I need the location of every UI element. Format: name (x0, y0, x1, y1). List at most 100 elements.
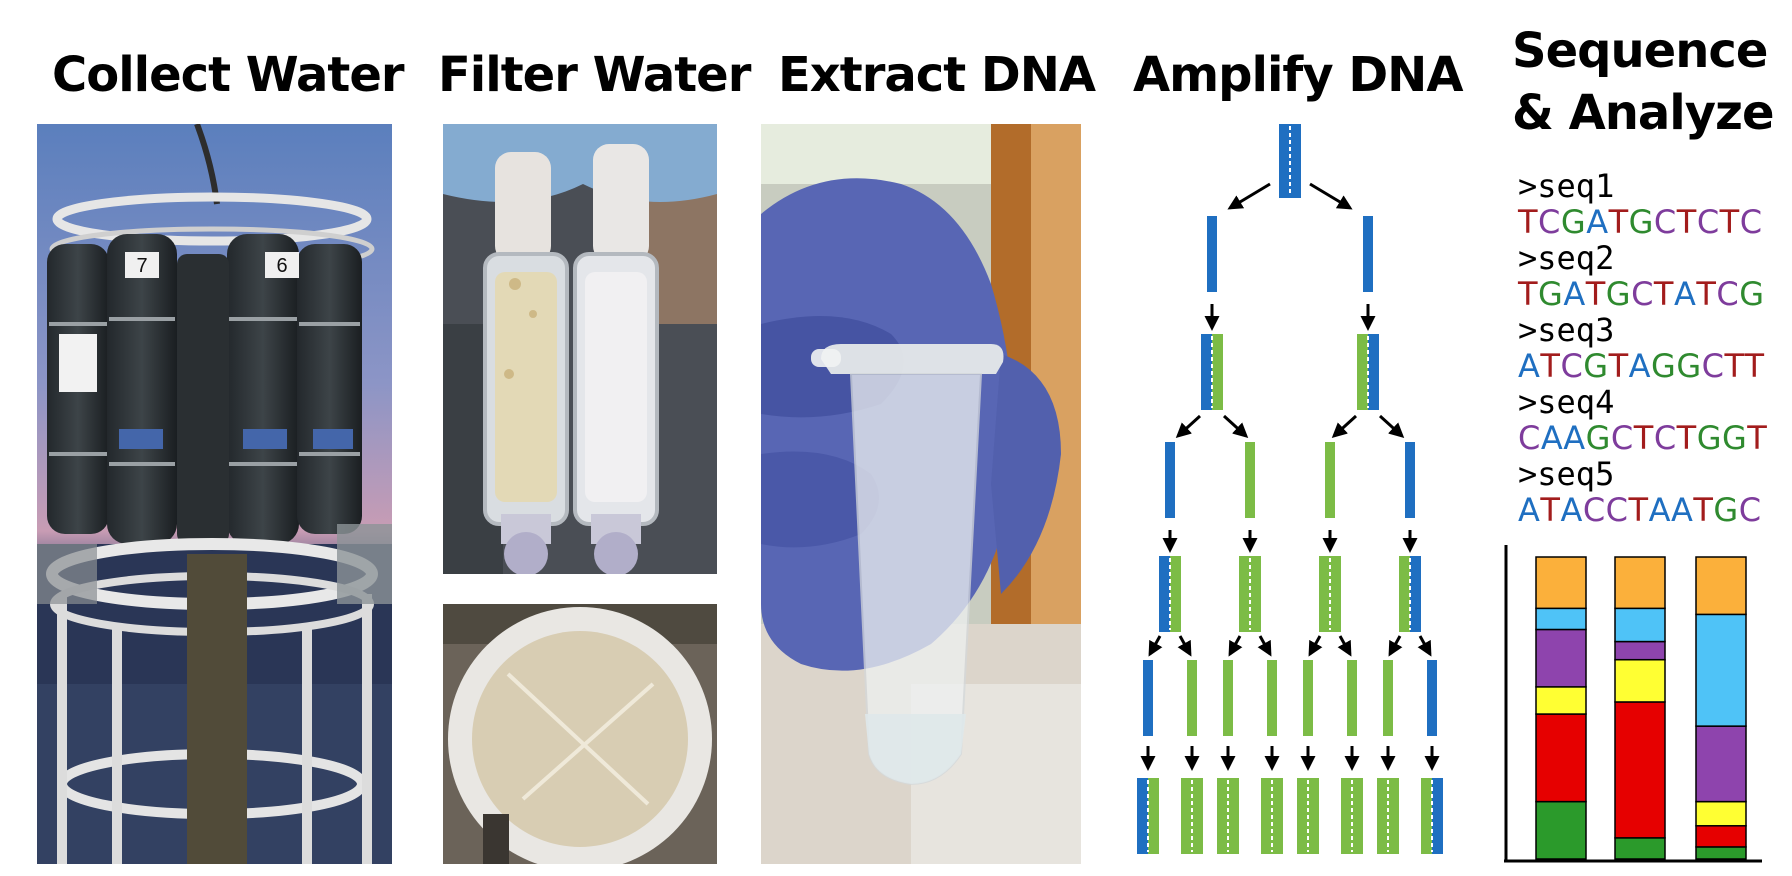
nucleotide-base: A (1563, 275, 1586, 313)
stacked-bar-segment (1535, 800, 1587, 860)
nucleotide-base: T (1696, 275, 1717, 313)
nucleotide-base: G (1605, 275, 1632, 313)
dna-strand (1201, 334, 1212, 410)
nucleotide-base: C (1605, 491, 1629, 529)
nucleotide-base: A (1518, 347, 1541, 385)
nucleotide-base: C (1701, 347, 1725, 385)
sequence-bases: TGATGCTATCG (1518, 276, 1788, 312)
dna-strand (1308, 778, 1319, 854)
nucleotide-base: C (1518, 419, 1541, 457)
nucleotide-base: G (1538, 275, 1564, 313)
nucleotide-base: C (1738, 491, 1762, 529)
nucleotide-base: C (1538, 203, 1561, 241)
nucleotide-base: T (1747, 419, 1768, 457)
nucleotide-base: C (1582, 491, 1606, 529)
arrow (1222, 414, 1249, 439)
nucleotide-base: T (1676, 419, 1697, 457)
sequence-header: >seq4 (1518, 383, 1615, 421)
dna-strand (1410, 556, 1421, 632)
dna-strand (1319, 556, 1330, 632)
nucleotide-base: A (1673, 275, 1697, 313)
sequence-entry: >seq3 ATCGTAGGCTT (1518, 312, 1788, 384)
title-extract-dna: Extract DNA (778, 47, 1096, 103)
nucleotide-base: T (1719, 203, 1740, 241)
stacked-bar-segment (1535, 628, 1587, 688)
sequence-header: >seq2 (1518, 239, 1615, 277)
dna-strand (1377, 778, 1388, 854)
title-amplify-dna: Amplify DNA (1133, 47, 1463, 103)
stacked-bar-segment (1614, 640, 1666, 661)
dna-strand (1159, 556, 1170, 632)
arrow (1148, 635, 1163, 657)
nucleotide-base: C (1631, 275, 1654, 313)
dna-strand (1250, 556, 1261, 632)
arrow (1177, 635, 1192, 657)
sequence-bases: TCGATGCTCTC (1518, 204, 1788, 240)
stacked-bar-segment (1614, 556, 1666, 610)
pcr-amplification-diagram (1137, 124, 1443, 854)
sequence-bases: ATACCTAATGC (1518, 492, 1788, 528)
sequence-entry: >seq1 TCGATGCTCTC (1518, 168, 1788, 240)
dna-strand (1217, 778, 1228, 854)
nucleotide-base: T (1693, 491, 1714, 529)
title-sequence: Sequence (1512, 23, 1768, 79)
nucleotide-base: C (1653, 203, 1677, 241)
water-sampler-photo: 7 6 (37, 124, 392, 864)
sequence-header: >seq3 (1518, 311, 1615, 349)
dna-single-strand (1143, 660, 1153, 736)
arrow (1378, 414, 1405, 439)
filter-disc-illustration (443, 604, 717, 864)
dna-single-strand (1405, 442, 1415, 518)
arrow (1175, 414, 1202, 439)
dna-strand (1357, 334, 1368, 410)
dna-strand (1290, 124, 1301, 198)
dna-strand (1388, 778, 1399, 854)
nucleotide-base: C (1716, 275, 1740, 313)
stacked-bar-segment (1614, 837, 1666, 860)
nucleotide-base: G (1583, 347, 1609, 385)
dna-strand (1239, 556, 1250, 632)
dna-strand (1137, 778, 1148, 854)
arrow (1337, 635, 1352, 657)
dna-strand (1181, 778, 1192, 854)
stacked-bar-segment (1695, 613, 1747, 727)
svg-text:6: 6 (276, 255, 287, 277)
stacked-bar-segment (1695, 846, 1747, 860)
title-collect-water: Collect Water (52, 47, 405, 103)
nucleotide-base: G (1696, 419, 1722, 457)
dna-single-strand (1165, 442, 1175, 518)
nucleotide-base: T (1724, 347, 1745, 385)
stacked-bar-segment (1535, 713, 1587, 803)
nucleotide-base: C (1560, 347, 1584, 385)
dna-strand (1330, 556, 1341, 632)
dna-single-strand (1267, 660, 1277, 736)
dna-single-strand (1207, 216, 1217, 292)
extraction-tube-photo (761, 124, 1081, 864)
nucleotide-base: A (1628, 347, 1652, 385)
nucleotide-base: T (1608, 347, 1629, 385)
stacked-bar-segment (1614, 607, 1666, 643)
dna-strand (1212, 334, 1223, 410)
nucleotide-base: T (1653, 275, 1674, 313)
nucleotide-base: T (1608, 203, 1629, 241)
dna-single-strand (1363, 216, 1373, 292)
dna-strand (1228, 778, 1239, 854)
nucleotide-base: G (1739, 275, 1765, 313)
dna-strand (1432, 778, 1443, 854)
svg-text:7: 7 (136, 255, 147, 277)
sequence-entry: >seq4 CAAGCTCTGGT (1518, 384, 1788, 456)
arrow (1308, 635, 1323, 657)
stacked-bar-segment (1695, 725, 1747, 803)
arrow (1388, 635, 1403, 657)
dna-single-strand (1427, 660, 1437, 736)
stacked-bar-segment (1695, 825, 1747, 848)
sequence-list: >seq1 TCGATGCTCTC >seq2 TGATGCTATCG >seq… (1518, 168, 1788, 528)
dna-strand (1341, 778, 1352, 854)
arrow (1309, 182, 1353, 210)
nucleotide-base: G (1651, 347, 1677, 385)
dna-strand (1272, 778, 1283, 854)
stacked-bar-segment (1695, 556, 1747, 616)
sequence-entry: >seq2 TGATGCTATCG (1518, 240, 1788, 312)
nucleotide-base: G (1676, 347, 1702, 385)
stacked-bar-segment (1614, 658, 1666, 703)
